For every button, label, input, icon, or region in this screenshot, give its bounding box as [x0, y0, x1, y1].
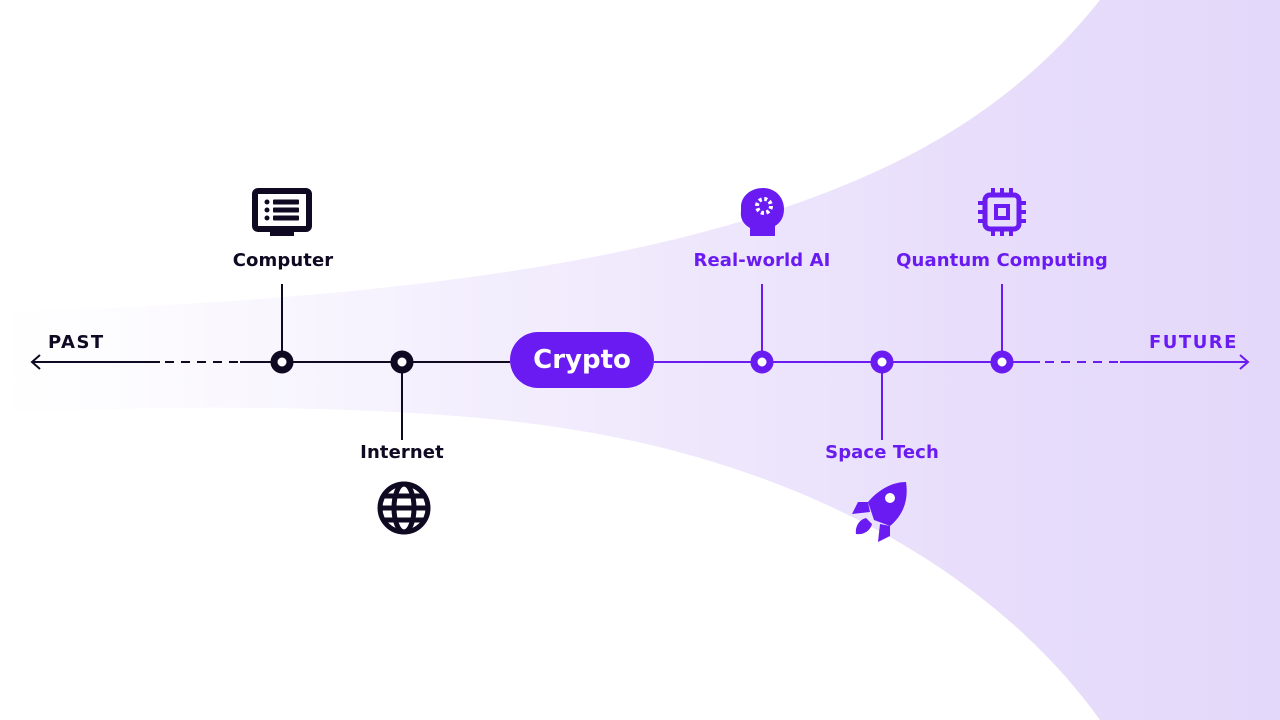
milestone-label-internet: Internet [360, 442, 444, 463]
chip-icon [978, 188, 1026, 236]
monitor-icon [252, 188, 312, 236]
node-quantum [990, 350, 1014, 374]
rocket-icon [852, 482, 907, 542]
past-line [30, 284, 510, 440]
milestone-label-ai: Real-world AI [693, 250, 831, 271]
future-label: FUTURE [1149, 332, 1238, 353]
crypto-pill: Crypto [510, 332, 654, 388]
future-line [654, 284, 1250, 440]
ai-head-icon [740, 188, 784, 236]
past-label: PAST [48, 332, 105, 353]
node-space [870, 350, 894, 374]
node-ai [750, 350, 774, 374]
globe-icon [377, 481, 431, 535]
node-internet [390, 350, 414, 374]
milestone-label-computer: Computer [232, 250, 334, 271]
milestone-label-space: Space Tech [825, 442, 939, 463]
milestone-label-quantum: Quantum Computing [896, 250, 1108, 271]
node-computer [270, 350, 294, 374]
